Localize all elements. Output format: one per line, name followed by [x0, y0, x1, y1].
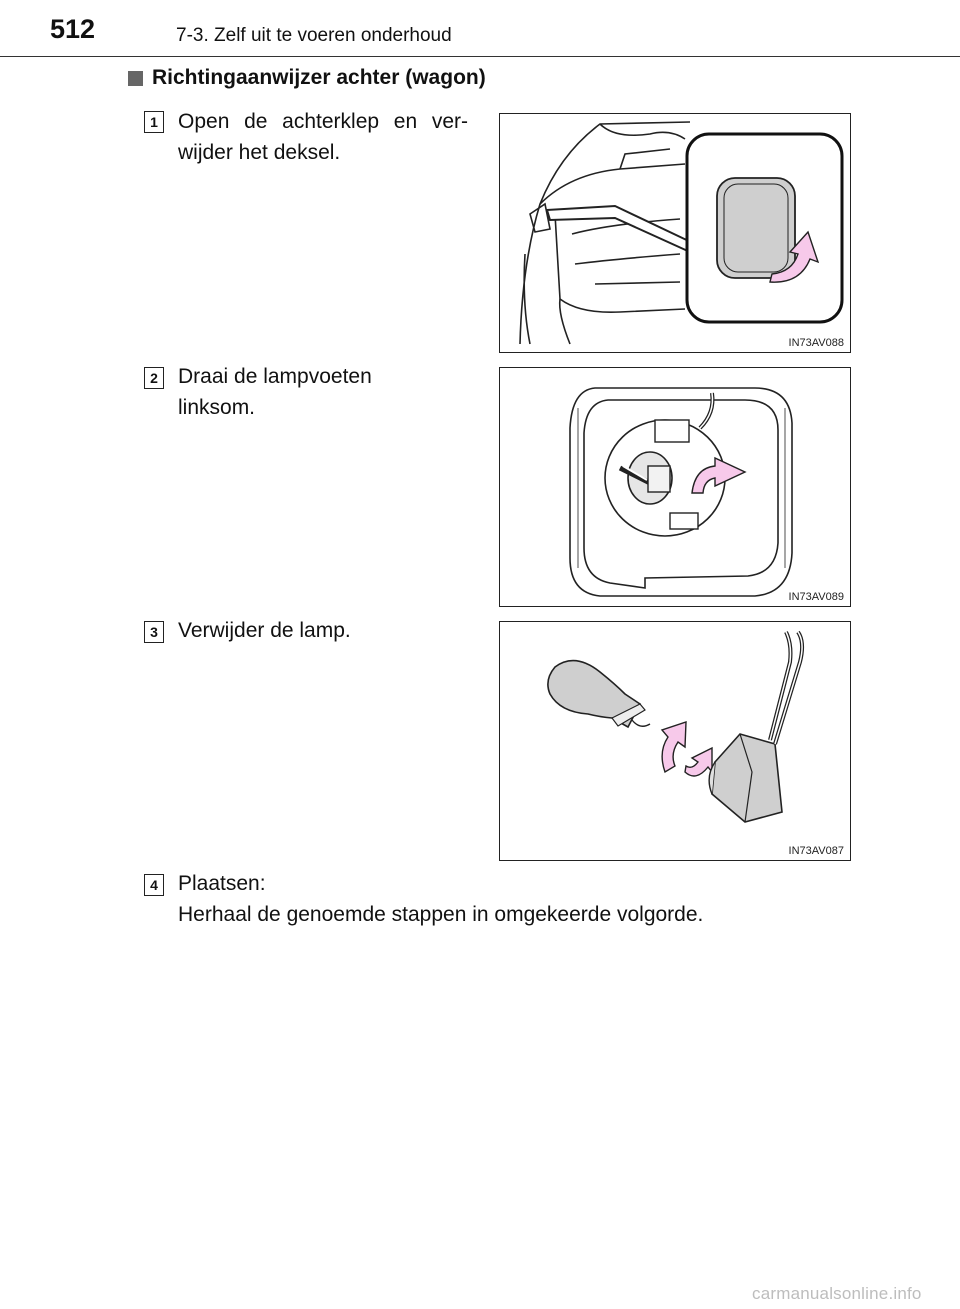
step-text-2: Draai de lampvoeten linksom. [178, 361, 478, 423]
step-2-line-2: linksom. [178, 396, 256, 419]
figure-bulb-removal: IN73AV087 [499, 621, 851, 861]
step-1-line-1: Open de achterklep en ver- [178, 110, 468, 133]
step-3-line-1: Verwijder de lamp. [178, 619, 351, 642]
figure-trunk-cover: IN73AV088 [499, 113, 851, 353]
step-number-4: 4 [144, 874, 164, 896]
step-text-4: Plaatsen: Herhaal de genoemde stappen in… [178, 868, 878, 930]
figure-code-1: IN73AV088 [788, 337, 844, 349]
section-heading: Richtingaanwijzer achter (wagon) [128, 66, 486, 90]
step-text-1: Open de achterklep en ver- wijder het de… [178, 106, 468, 168]
page-number: 512 [50, 14, 96, 44]
watermark: carmanualsonline.info [752, 1284, 922, 1303]
step-text-3: Verwijder de lamp. [178, 615, 478, 646]
section-title-text: Richtingaanwijzer achter (wagon) [152, 66, 486, 89]
step-1-line-2: wijder het deksel. [178, 141, 341, 164]
step-number-3: 3 [144, 621, 164, 643]
step-number-2: 2 [144, 367, 164, 389]
bulb-socket-illustration [569, 387, 793, 597]
trunk-cover-illustration [519, 121, 844, 345]
figure-bulb-socket: IN73AV089 [499, 367, 851, 607]
step-2-line-1: Draai de lampvoeten [178, 365, 372, 388]
chapter-title: 7-3. Zelf uit te voeren onderhoud [176, 25, 452, 46]
step-number-1: 1 [144, 111, 164, 133]
step-4-line-1: Plaatsen: [178, 872, 266, 895]
bulb-removal-illustration [547, 630, 805, 823]
figure-code-3: IN73AV087 [788, 845, 844, 857]
square-bullet-icon [128, 70, 143, 86]
figure-code-2: IN73AV089 [788, 591, 844, 603]
header-rule [0, 56, 960, 57]
step-4-line-2: Herhaal de genoemde stappen in omgekeerd… [178, 903, 704, 926]
